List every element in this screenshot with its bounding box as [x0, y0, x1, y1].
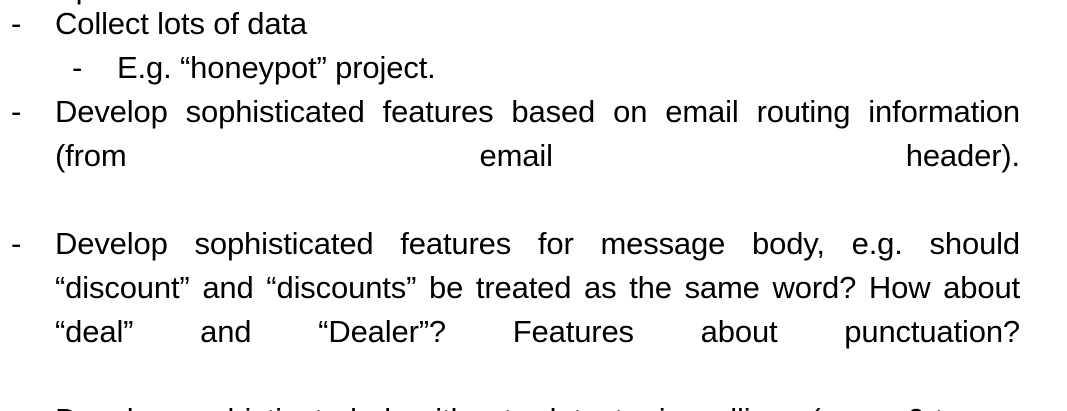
- bullet-text: Collect lots of data: [55, 6, 308, 41]
- bullet-item-misspellings-algorithm: - Develop sophisticated algorithm to det…: [0, 398, 1067, 411]
- bullet-marker-dash: -: [72, 50, 83, 85]
- bullet-item-collect-data: - Collect lots of data: [0, 2, 1067, 46]
- bullet-text: Develop sophisticated algorithm to detec…: [55, 398, 1067, 411]
- bullet-item-message-body-features: - Develop sophisticated features for mes…: [0, 222, 1067, 398]
- cut-off-line-above: Spam detection ideas: [55, 0, 1015, 6]
- bullet-text: Develop sophisticated features based on …: [55, 94, 1020, 173]
- bullet-item-routing-features: - Develop sophisticated features based o…: [0, 90, 1067, 222]
- bullet-item-honeypot: - E.g. “honeypot” project.: [0, 46, 1067, 90]
- bullet-marker-dash: -: [11, 94, 22, 129]
- bullet-marker-dash: -: [11, 226, 22, 261]
- bullet-text: Develop sophisticated features for messa…: [55, 226, 1020, 349]
- bullet-text: E.g. “honeypot” project.: [117, 50, 436, 85]
- bullet-marker-dash: -: [11, 398, 21, 411]
- bullet-marker-dash: -: [11, 6, 22, 41]
